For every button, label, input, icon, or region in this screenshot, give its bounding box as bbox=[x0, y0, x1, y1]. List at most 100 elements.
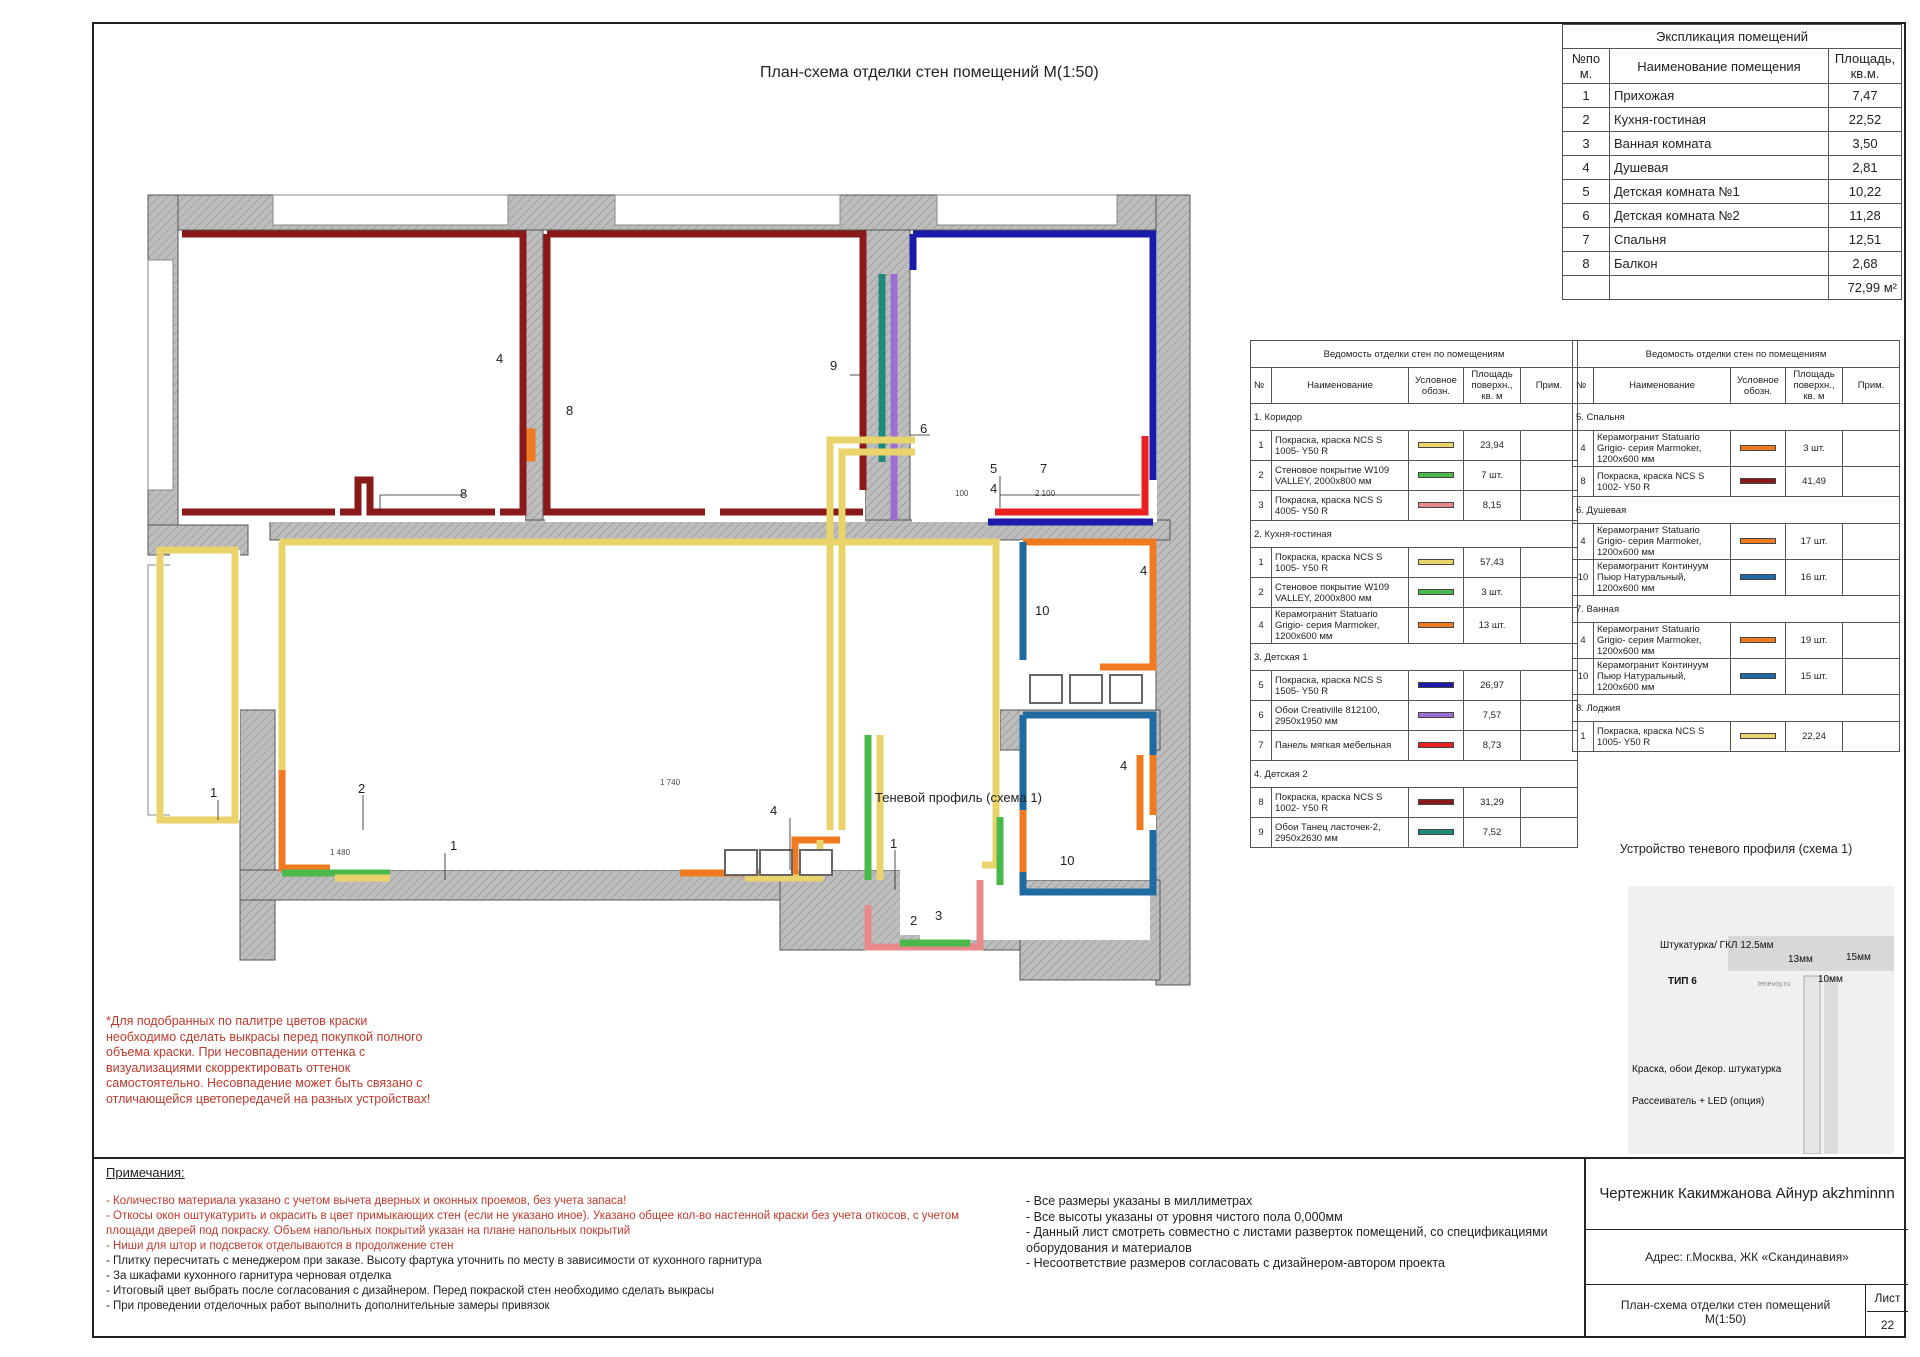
color-swatch bbox=[1418, 472, 1454, 478]
vedomost-name: Обои Creativille 812100, 2950х1950 мм bbox=[1271, 700, 1409, 731]
vedomost-name: Покраска, краска NCS S 1002- Y50 R bbox=[1593, 466, 1731, 497]
vedomost-note bbox=[1520, 817, 1578, 848]
vedomost-note bbox=[1520, 460, 1578, 491]
vedomost-symbol bbox=[1408, 817, 1464, 848]
explication-cell-n: 5 bbox=[1562, 179, 1610, 204]
vedomost-note bbox=[1842, 430, 1900, 467]
vedomost-symbol bbox=[1408, 700, 1464, 731]
vedomost-num: 4 bbox=[1572, 523, 1594, 560]
vedomost-num: 4 bbox=[1250, 607, 1272, 644]
color-swatch bbox=[1418, 799, 1454, 805]
explication-cell-area: 12,51 bbox=[1828, 227, 1902, 252]
color-swatch bbox=[1418, 829, 1454, 835]
vedomost-section: 6. Душевая bbox=[1572, 496, 1900, 524]
col-area: Площадь, кв.м. bbox=[1828, 48, 1902, 84]
label-8a: 8 bbox=[566, 403, 573, 418]
vcol-note: Прим. bbox=[1520, 367, 1578, 404]
vedomost-note bbox=[1520, 607, 1578, 644]
vedomost-name: Керамогранит Statuario Grigio- серия Mar… bbox=[1593, 523, 1731, 560]
explication-cell-name: Детская комната №2 bbox=[1609, 203, 1829, 228]
vedomost-note bbox=[1842, 523, 1900, 560]
vedomost-area: 7 шт. bbox=[1463, 460, 1521, 491]
vedomost-section-row: 2. Кухня-гостиная bbox=[1250, 520, 1578, 548]
stamp-sheet-label: Лист bbox=[1867, 1285, 1908, 1312]
vedomost-name: Стеновое покрытие W109 VALLEY, 2000х800 … bbox=[1271, 460, 1409, 491]
vedomost-area: 26,97 bbox=[1463, 670, 1521, 701]
dim-1740: 1 740 bbox=[660, 778, 681, 787]
color-swatch bbox=[1740, 574, 1776, 580]
vedomost-note bbox=[1520, 577, 1578, 608]
vedomost-area: 8,73 bbox=[1463, 730, 1521, 761]
fixture-boxes bbox=[724, 674, 1143, 876]
vedomost-num: 1 bbox=[1250, 430, 1272, 461]
color-swatch bbox=[1418, 589, 1454, 595]
vedomost-num: 8 bbox=[1250, 787, 1272, 818]
vedomost-name: Покраска, краска NCS S 1005- Y50 R bbox=[1593, 721, 1731, 752]
explication-cell-area: 2,81 bbox=[1828, 155, 1902, 180]
vedomost-area: 17 шт. bbox=[1785, 523, 1843, 560]
stamp-sheet-number: 22 bbox=[1880, 1318, 1895, 1332]
note-item: - За шкафами кухонного гарнитура чернова… bbox=[106, 1270, 392, 1282]
drawing-frame bbox=[92, 22, 1906, 1338]
label-7: 7 bbox=[1040, 461, 1047, 476]
label-1b: 1 bbox=[890, 836, 897, 851]
vedomost-note bbox=[1842, 559, 1900, 596]
vedomost-symbol bbox=[1408, 670, 1464, 701]
vedomost-symbol bbox=[1408, 607, 1464, 644]
explication-total: 72,99 м² bbox=[1828, 275, 1902, 300]
vedomost-name: Обои Танец ласточек-2, 2950х2630 мм bbox=[1271, 817, 1409, 848]
vedomost-section: 3. Детская 1 bbox=[1250, 643, 1578, 671]
vedomost-name: Покраска, краска NCS S 1005- Y50 R bbox=[1271, 430, 1409, 461]
dim-2100: 2 100 bbox=[1035, 489, 1056, 498]
label-9: 9 bbox=[830, 358, 837, 373]
plan-annotations: 4 8 8 9 6 5 7 4 4 10 4 10 2 1 4 1 2 3 1 … bbox=[210, 351, 1147, 928]
label-4c: 4 bbox=[1140, 563, 1147, 578]
vedomost-num: 9 bbox=[1250, 817, 1272, 848]
vedomost-area: 22,24 bbox=[1785, 721, 1843, 752]
vedomost-section-row: 7. Ванная bbox=[1572, 595, 1900, 623]
label-10b: 10 bbox=[1060, 853, 1074, 868]
vedomost-num: 4 bbox=[1572, 622, 1594, 659]
col-name: Наименование помещения bbox=[1609, 48, 1829, 84]
note-item: - Все размеры указаны в миллиметрах bbox=[1026, 1194, 1253, 1208]
vedomost-section-row: 8. Лоджия bbox=[1572, 694, 1900, 722]
explication-cell-area: 11,28 bbox=[1828, 203, 1902, 228]
dim-100: 100 bbox=[955, 489, 969, 498]
vedomost-name: Покраска, краска NCS S 1505- Y50 R bbox=[1271, 670, 1409, 701]
vcol-num-r: № bbox=[1572, 367, 1594, 404]
shadow-profile-title: Устройство теневого профиля (схема 1) bbox=[1619, 842, 1853, 856]
vedomost-symbol bbox=[1730, 466, 1786, 497]
color-swatch bbox=[1418, 682, 1454, 688]
vedomost-symbol bbox=[1408, 430, 1464, 461]
label-5: 5 bbox=[990, 461, 997, 476]
vedomost-num: 3 bbox=[1250, 490, 1272, 521]
vedomost-symbol bbox=[1730, 430, 1786, 467]
vcol-num: № bbox=[1250, 367, 1272, 404]
vedomost-section-row: 3. Детская 1 bbox=[1250, 643, 1578, 671]
vedomost-name: Покраска, краска NCS S 1005- Y50 R bbox=[1271, 547, 1409, 578]
vedomost-name: Покраска, краска NCS S 1002- Y50 R bbox=[1271, 787, 1409, 818]
explication-table: Экспликация помещений №по м. Наименовани… bbox=[1562, 24, 1902, 300]
vedomost-area: 7,57 bbox=[1463, 700, 1521, 731]
color-swatch bbox=[1740, 538, 1776, 544]
vedomost-num: 10 bbox=[1572, 658, 1594, 695]
vedomost-note bbox=[1842, 622, 1900, 659]
note-item: - При проведении отделочных работ выполн… bbox=[106, 1300, 550, 1312]
vedomost-area: 13 шт. bbox=[1463, 607, 1521, 644]
color-swatch bbox=[1418, 559, 1454, 565]
vedomost-note bbox=[1520, 787, 1578, 818]
label-1a: 1 bbox=[450, 838, 457, 853]
